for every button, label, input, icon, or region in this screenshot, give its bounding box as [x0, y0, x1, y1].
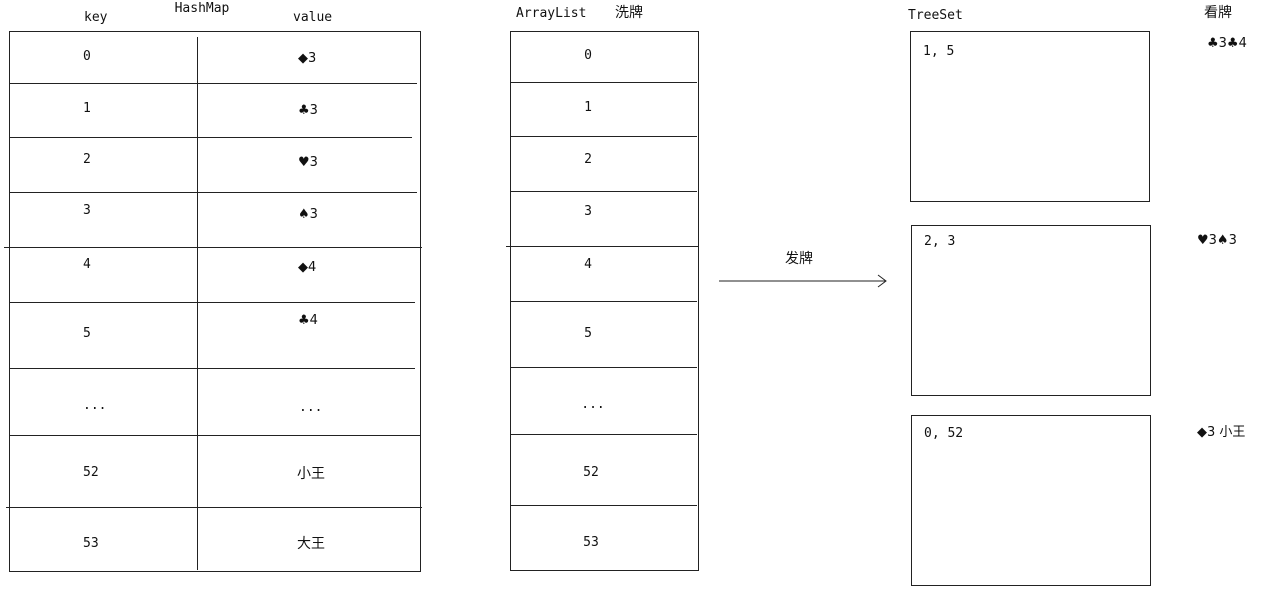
arraylist-cell: 2 [584, 152, 592, 167]
hashmap-value-cell: ◆3 [298, 51, 317, 66]
hashmap-row-divider [9, 83, 417, 84]
hashmap-column-divider [197, 37, 198, 570]
view-cards-label: 看牌 [1204, 5, 1232, 21]
treeset-indices: 0, 52 [924, 426, 964, 441]
player-cards: ◆3 小王 [1197, 425, 1246, 440]
arraylist-row-divider [510, 191, 697, 192]
arraylist-cell: 52 [583, 465, 599, 480]
arraylist-cell: 53 [583, 535, 599, 550]
hashmap-table [9, 31, 421, 572]
hashmap-key-cell: 4 [83, 257, 91, 272]
hashmap-key-header: key [84, 10, 108, 25]
arraylist-cell: 5 [584, 326, 592, 341]
hashmap-key-cell: ... [83, 398, 107, 413]
hashmap-key-cell: 0 [83, 49, 91, 64]
hashmap-key-cell: 52 [83, 465, 99, 480]
hashmap-key-cell: 1 [83, 101, 91, 116]
deal-label: 发牌 [785, 251, 813, 267]
arraylist-cell: 3 [584, 204, 592, 219]
hashmap-key-cell: 5 [83, 326, 91, 341]
shuffle-label: 洗牌 [615, 5, 643, 21]
hashmap-value-cell: ♣3 [298, 103, 318, 118]
arraylist-row-divider [510, 505, 697, 506]
arraylist-title: ArrayList [516, 6, 587, 21]
hashmap-row-divider [9, 302, 415, 303]
arraylist-row-divider [506, 246, 699, 247]
hashmap-row-divider [9, 435, 421, 436]
hashmap-title: HashMap [174, 1, 230, 16]
player-cards: ♣3♣4 [1207, 36, 1247, 51]
hashmap-row-divider [9, 192, 417, 193]
arraylist-row-divider [510, 367, 697, 368]
arraylist-row-divider [510, 434, 697, 435]
hashmap-row-divider [6, 507, 422, 508]
arraylist-cell: 0 [584, 48, 592, 63]
arraylist-cell: 4 [584, 257, 592, 272]
treeset-indices: 1, 5 [923, 44, 955, 59]
arraylist-row-divider [510, 136, 697, 137]
deal-arrow [719, 274, 887, 288]
arraylist-cell: ... [581, 397, 605, 412]
hashmap-value-cell: 大王 [297, 536, 325, 552]
hashmap-value-cell: ♥3 [298, 155, 318, 170]
hashmap-key-cell: 2 [83, 152, 91, 167]
hashmap-value-cell: ♣4 [298, 313, 318, 328]
arraylist-cell: 1 [584, 100, 592, 115]
treeset-box-player-2 [911, 225, 1151, 396]
treeset-indices: 2, 3 [924, 234, 956, 249]
hashmap-value-header: value [293, 10, 333, 25]
hashmap-key-cell: 3 [83, 203, 91, 218]
hashmap-row-divider [9, 368, 415, 369]
treeset-box-player-1 [910, 31, 1150, 202]
hashmap-value-cell: ◆4 [298, 260, 317, 275]
treeset-title: TreeSet [908, 8, 963, 23]
hashmap-key-cell: 53 [83, 536, 99, 551]
treeset-box-player-3 [911, 415, 1151, 586]
hashmap-row-divider [4, 247, 422, 248]
hashmap-value-cell: ... [299, 400, 323, 415]
hashmap-value-cell: 小王 [297, 466, 325, 482]
hashmap-row-divider [9, 137, 412, 138]
arraylist-row-divider [510, 82, 697, 83]
hashmap-value-cell: ♠3 [298, 207, 318, 222]
player-cards: ♥3♠3 [1197, 233, 1237, 248]
arraylist-row-divider [510, 301, 697, 302]
